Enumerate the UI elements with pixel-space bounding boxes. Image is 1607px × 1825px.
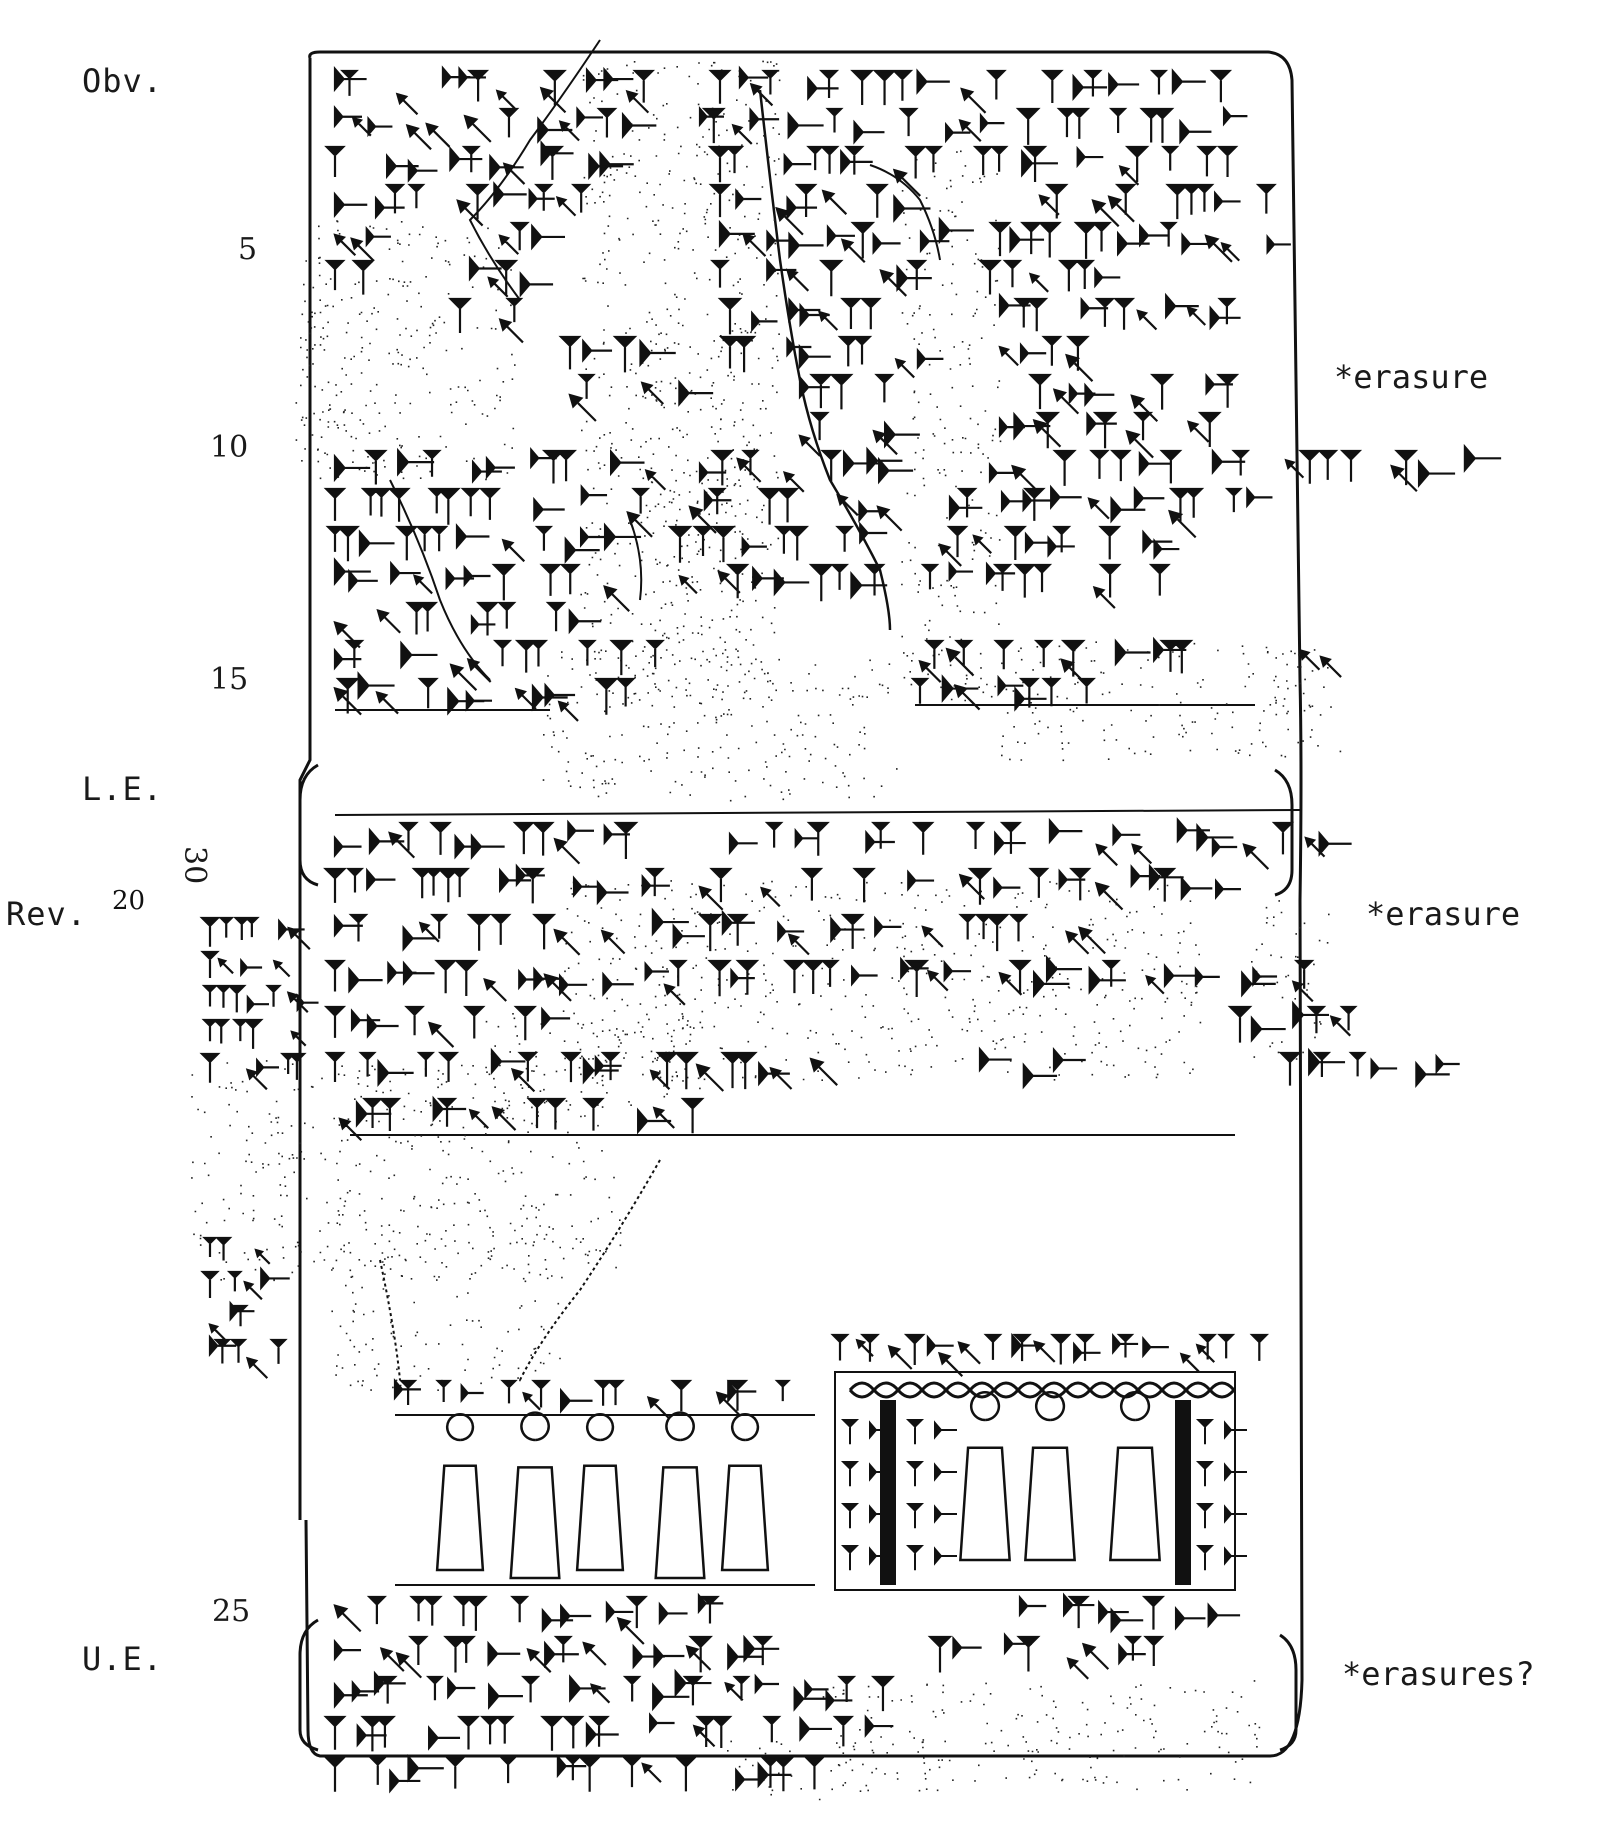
cylinder-seal-impression-right <box>834 1371 1247 1591</box>
line-number-5: 5 <box>238 232 258 267</box>
seal-figure <box>959 1391 1011 1562</box>
right-edge-brace-bottom <box>1279 1633 1298 1752</box>
seal-panel-signs <box>840 1419 1247 1571</box>
tablet-crack <box>519 1159 661 1381</box>
tablet-outline <box>304 50 1304 1758</box>
right-edge-brace-top <box>1274 768 1294 897</box>
label-reverse: Rev. <box>6 895 88 933</box>
cuneiform-signs <box>199 65 1502 1794</box>
note-erasures-upper-edge: *erasures? <box>1342 1655 1535 1693</box>
line-number-20: 20 <box>112 886 146 916</box>
ruling-line <box>334 809 1301 816</box>
guilloche-border <box>848 1381 1236 1399</box>
seal-figure <box>1024 1391 1076 1562</box>
seal-figure <box>1109 1391 1161 1562</box>
tablet-crack <box>629 519 643 601</box>
seal-figure <box>720 1413 770 1572</box>
upper-edge-brace <box>298 1618 319 1752</box>
stipple-dots <box>191 60 1342 1801</box>
label-obverse: Obv. <box>82 62 164 100</box>
cuneiform-wedges <box>199 65 1502 1794</box>
line-number-10: 10 <box>210 430 249 465</box>
line-number-25: 25 <box>212 1594 251 1629</box>
damaged-surface-stipple <box>191 60 1342 1801</box>
tablet-crack <box>869 164 941 261</box>
left-edge-brace <box>298 763 319 887</box>
label-left-edge: L.E. <box>82 770 164 808</box>
seal-figure <box>654 1411 706 1580</box>
tablet-crack <box>468 39 601 301</box>
note-erasure-reverse: *erasure <box>1366 895 1521 933</box>
tablet-crack <box>758 89 892 631</box>
tablet-crack <box>389 479 491 681</box>
seal-figure <box>509 1411 561 1580</box>
label-upper-edge: U.E. <box>82 1640 164 1678</box>
line-number-30: 30 <box>177 846 212 885</box>
seal-figure <box>575 1413 625 1572</box>
note-erasure-obverse: *erasure <box>1334 358 1489 396</box>
seal-figure <box>435 1413 485 1572</box>
tablet-left-edge <box>298 58 312 1520</box>
line-number-15: 15 <box>210 662 249 697</box>
tablet-crack <box>379 1259 401 1381</box>
cylinder-seal-impression-left <box>435 1411 770 1580</box>
